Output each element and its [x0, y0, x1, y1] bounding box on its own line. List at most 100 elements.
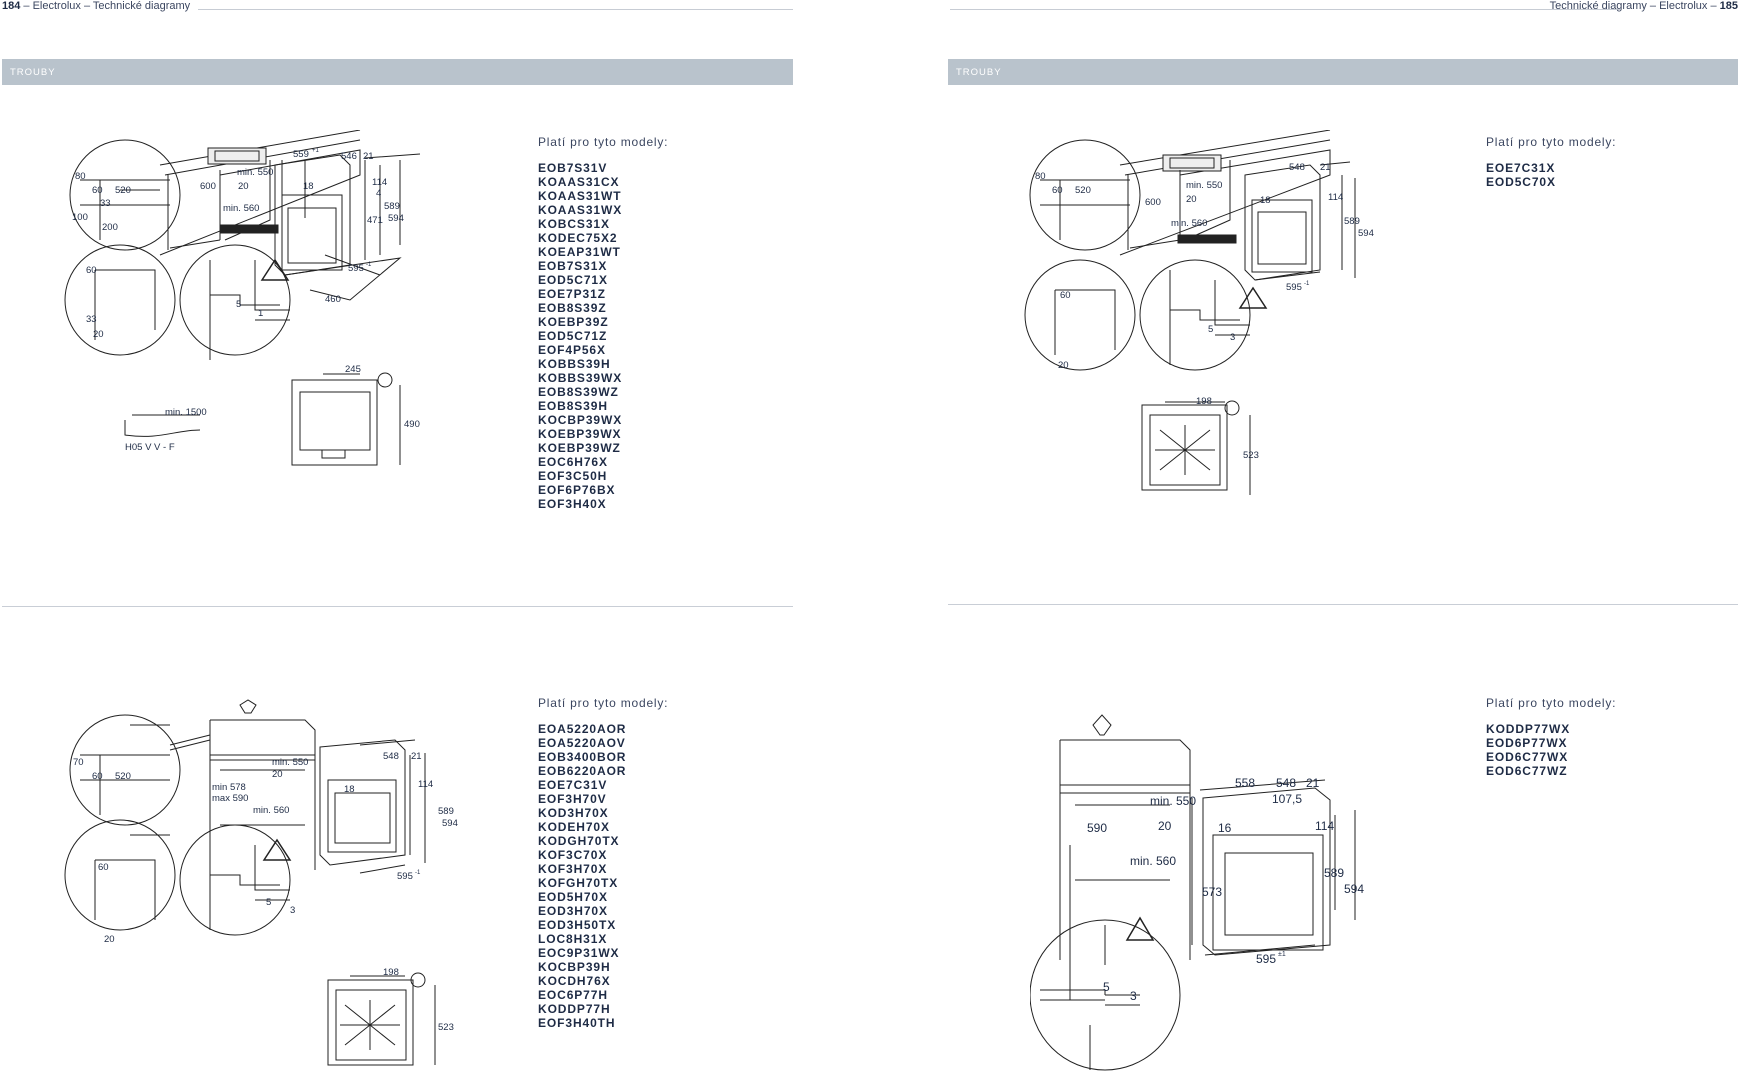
model-item: EOB8S39H	[538, 399, 608, 413]
model-item: EOD6C77WX	[1486, 750, 1569, 764]
model-item: KODDP77H	[538, 1002, 611, 1016]
model-item: EOB3400BOR	[538, 750, 627, 764]
dim-max-590: max 590	[212, 793, 248, 804]
model-item: KOBCS31X	[538, 217, 610, 231]
dim-16: 16	[1218, 821, 1232, 835]
circle-dim-33: 33	[86, 314, 97, 325]
model-item: EOC6P77H	[538, 988, 608, 1002]
model-item: KOEBP39WX	[538, 427, 622, 441]
wall-dim-1: 1	[258, 308, 263, 319]
wall-dim-5: 5	[1208, 324, 1213, 335]
dim-573: 573	[1202, 885, 1222, 899]
model-item: KOF3H70X	[538, 862, 608, 876]
dim-70: 70	[73, 757, 84, 768]
installation-diagram-top-left: 80 60 520 33 100 200 600 min. 550 20 min…	[60, 130, 480, 525]
wall-dim-3: 3	[1230, 332, 1235, 343]
dim-594: 594	[388, 213, 404, 224]
tray-dim-198: 198	[1196, 396, 1212, 407]
dim-520: 520	[115, 771, 131, 782]
dim-21: 21	[1306, 776, 1320, 790]
dim-4: 4	[376, 188, 381, 199]
dim-594: 594	[1358, 228, 1374, 239]
tray-dim-198: 198	[383, 967, 399, 978]
dim-595: 595	[1256, 952, 1276, 966]
model-item: KOAAS31CX	[538, 175, 620, 189]
dim-min-560: min. 560	[1171, 218, 1207, 229]
wall-dim-3: 3	[290, 905, 295, 916]
section-band-label: TROUBY	[956, 67, 1002, 78]
dim-595: 595	[1286, 282, 1302, 293]
dim-min-550: min. 550	[237, 167, 273, 178]
model-item: EOB6220AOR	[538, 764, 627, 778]
installation-diagram-svg: 80 60 520 33 100 200 600 min. 550 20 min…	[64, 130, 421, 466]
dim-21: 21	[1320, 162, 1331, 173]
model-item: EOF4P56X	[538, 343, 606, 357]
model-item: EOD5H70X	[538, 890, 608, 904]
wall-dim-5: 5	[236, 299, 241, 310]
dim-548: 548	[1289, 162, 1305, 173]
models-header: Platí pro tyto modely:	[1486, 696, 1617, 710]
right-page: Technické diagramy – Electrolux – 185 TR…	[870, 0, 1740, 1078]
dim-20: 20	[238, 181, 249, 192]
dim-200: 200	[102, 222, 118, 233]
model-item: KOEBP39Z	[538, 315, 609, 329]
model-item: EOD6P77WX	[1486, 736, 1568, 750]
dim-114: 114	[1328, 192, 1343, 203]
model-item: KOCBP39H	[538, 960, 611, 974]
model-item: EOA5220AOR	[538, 722, 627, 736]
left-page: 184 – Electrolux – Technické diagramy TR…	[2, 0, 793, 1066]
dim-558: 558	[1235, 776, 1255, 790]
dim-589: 589	[1324, 866, 1344, 880]
dim-min-560: min. 560	[223, 203, 259, 214]
circle-dim-60: 60	[98, 862, 109, 873]
dim-min-550: min. 550	[1186, 180, 1222, 191]
model-item: EOB7S31V	[538, 161, 608, 175]
model-item: EOC6H76X	[538, 455, 608, 469]
dim-594: 594	[1344, 882, 1364, 896]
dim-589: 589	[384, 201, 400, 212]
dim-min-578: min 578	[212, 782, 246, 793]
model-item: KODEH70X	[538, 820, 610, 834]
dim-33: 33	[100, 198, 111, 209]
dim-471: 471	[367, 215, 383, 226]
model-item: EOF6P76BX	[538, 483, 616, 497]
installation-diagram-svg: 80 60 520 600 min. 550 20 min. 560 548 2…	[1024, 130, 1374, 495]
dim-60: 60	[1052, 185, 1063, 196]
model-item: EOB8S39Z	[538, 301, 607, 315]
dim-520: 520	[115, 185, 131, 196]
model-item: KOFGH70TX	[538, 876, 619, 890]
dim-107-5: 107,5	[1272, 792, 1302, 806]
model-item: KOAAS31WX	[538, 203, 623, 217]
dim-548: 548	[1276, 776, 1296, 790]
dim-594: 594	[442, 818, 458, 829]
model-item: KOAAS31WT	[538, 189, 622, 203]
dim-589: 589	[438, 806, 454, 817]
dim-460: 460	[325, 294, 341, 305]
wall-dim-5: 5	[266, 897, 271, 908]
installation-diagram-top-right: 80 60 520 600 min. 550 20 min. 560 548 2…	[1020, 130, 1440, 505]
model-item: EOF3C50H	[538, 469, 608, 483]
dim-min-560: min. 560	[253, 805, 289, 816]
dim-60: 60	[92, 185, 103, 196]
dim-21: 21	[363, 151, 374, 162]
model-list-top-right: Platí pro tyto modely: EOE7C31X EOD5C70X	[1486, 135, 1616, 189]
installation-diagram-bottom-right: 558 548 107,5 21 min. 550 590 20 16 min.…	[1030, 705, 1450, 1075]
running-header-left: 184 – Electrolux – Technické diagramy	[2, 0, 190, 14]
model-item: EOE7P31Z	[538, 287, 606, 301]
model-item: KOD3H70X	[538, 806, 609, 820]
circle-dim-60: 60	[1060, 290, 1071, 301]
dim-60: 60	[92, 771, 103, 782]
installation-diagram-svg: 70 60 520 min. 550 20 min 578 max 590 mi…	[64, 699, 458, 1066]
dim-18: 18	[344, 784, 355, 795]
dim-20: 20	[272, 769, 283, 780]
model-item: EOF3H40X	[538, 497, 607, 511]
model-item: EOB7S31X	[538, 259, 608, 273]
model-item: KOF3C70X	[538, 848, 608, 862]
installation-diagram-svg: 558 548 107,5 21 min. 550 590 20 16 min.…	[1030, 714, 1364, 1071]
model-item: EOE7C31V	[538, 778, 608, 792]
model-item: KODEC75X2	[538, 231, 618, 245]
dim-20: 20	[1158, 819, 1172, 833]
tray-dim-523: 523	[438, 1022, 454, 1033]
model-item: EOE7C31X	[1486, 161, 1556, 175]
dim-595-tolerance: -1	[1304, 281, 1310, 287]
